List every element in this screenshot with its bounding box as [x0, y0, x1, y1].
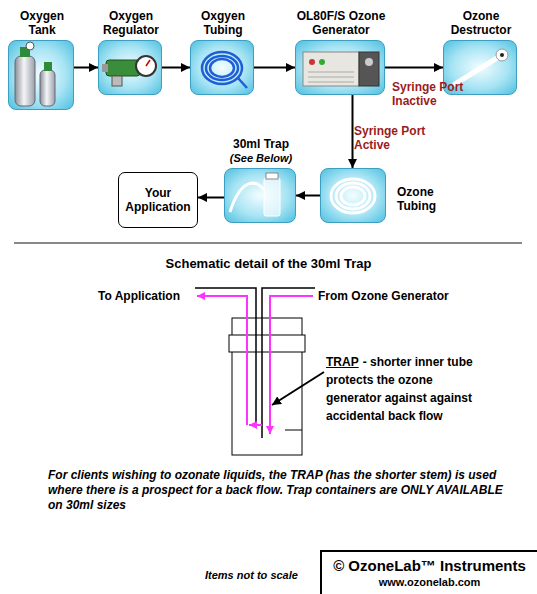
node-heading-group: Ozone Destructor — [440, 9, 522, 37]
node-content: © OzoneLab™ Instrumentswww.ozonelab.com — [322, 552, 537, 594]
flow-arrow — [254, 67, 295, 69]
node-heading-group: Oxygen Regulator — [96, 9, 166, 37]
trap-container — [232, 318, 302, 455]
scale-note: Items not to scale — [205, 568, 315, 583]
equipment-box: Oxygen Tank — [8, 40, 74, 110]
node-heading-group: Ozone Tubing — [397, 185, 445, 213]
node-label: OL80F/S Ozone Generator — [286, 9, 396, 37]
port-label: From Ozone Generator — [318, 289, 458, 304]
equipment-box: Oxgyen Tubing — [190, 40, 254, 95]
callout-pointer — [272, 372, 324, 405]
flow-arrow — [296, 195, 320, 197]
application-box: Your Application — [118, 172, 198, 228]
node-heading-group: Oxgyen Tubing — [188, 9, 258, 37]
port-label: To Application — [98, 289, 198, 304]
node-heading-group: Oxygen Tank — [12, 9, 72, 37]
port-status-label: Syringe Port Active — [354, 124, 432, 152]
usage-note: For clients wishing to ozonate liquids, … — [48, 468, 510, 513]
node-label: Oxygen Regulator — [96, 9, 166, 37]
node-sublabel: (See Below) — [211, 151, 311, 165]
flow-arrow — [162, 67, 190, 69]
callout-note: TRAP- shorter inner tube protects the oz… — [326, 352, 478, 424]
node-label: Ozone Tubing — [397, 185, 445, 213]
equipment-box: Oxygen Regulator — [98, 40, 162, 95]
flow-arrow — [198, 197, 224, 199]
node-heading-group: OL80F/S Ozone Generator — [286, 9, 396, 37]
outlet-tube — [195, 288, 256, 425]
copyright-box: © OzoneLab™ Instrumentswww.ozonelab.com — [320, 550, 537, 594]
node-heading-group: 30ml Trap(See Below) — [211, 137, 311, 165]
node-label: Oxgyen Tubing — [188, 9, 258, 37]
node-label: © OzoneLab™ Instruments — [333, 557, 526, 575]
container-cap-band — [229, 335, 305, 352]
equipment-box: Ozone Tubing — [320, 168, 386, 223]
section-heading: Schematic detail of the 30ml Trap — [0, 256, 537, 271]
outflow-arrow — [197, 296, 247, 425]
equipment-box: 30ml Trap(See Below) — [224, 168, 296, 223]
fill-level-mark — [285, 430, 302, 431]
node-label: Ozone Destructor — [440, 9, 522, 37]
section-divider — [14, 242, 522, 244]
crossflow-arrow — [249, 424, 262, 426]
flow-arrow — [385, 67, 443, 69]
node-content: Your Application — [119, 173, 197, 227]
flow-arrow — [352, 95, 354, 168]
inflow-arrow — [270, 296, 313, 434]
port-status-label: Syringe Port Inactive — [392, 80, 470, 108]
inlet-tube — [262, 288, 315, 438]
flow-arrow — [74, 67, 98, 69]
callout-keyword: TRAP — [326, 355, 359, 369]
node-label: Your Application — [119, 186, 197, 214]
node-label: Oxygen Tank — [12, 9, 72, 37]
node-sublabel: www.ozonelab.com — [379, 575, 481, 589]
equipment-box: OL80F/S Ozone Generator — [295, 40, 385, 95]
node-label: 30ml Trap — [211, 137, 311, 151]
